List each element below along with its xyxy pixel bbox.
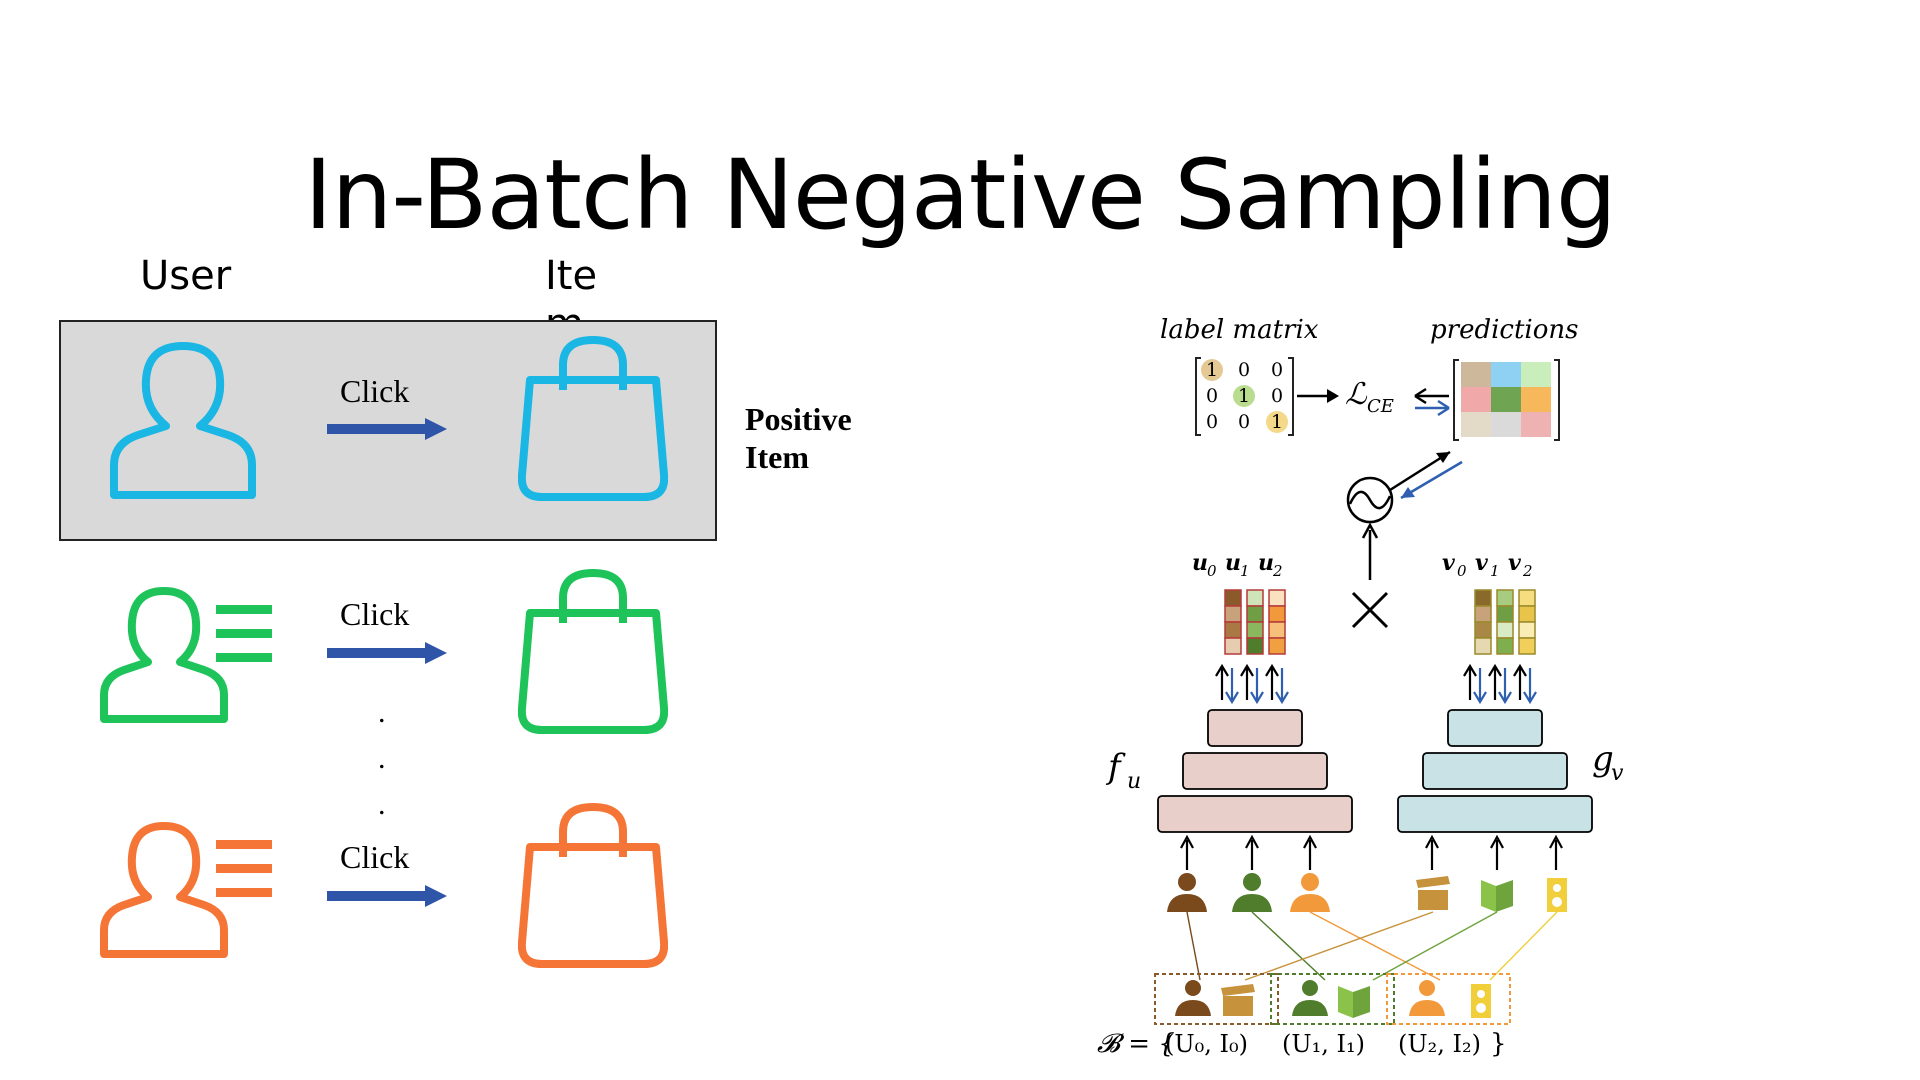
two-tower-diagram: label matrix predictions 1 0 0 0 1 0 0 0… (1097, 315, 1624, 1059)
user-list-icon (100, 822, 272, 958)
item-tower (1397, 709, 1593, 833)
item-embeddings (1474, 589, 1536, 655)
loss-subscript: CE (1367, 396, 1394, 417)
item-vector-label: v (1442, 550, 1455, 576)
item-vector-subscript: 0 (1457, 562, 1467, 580)
shopping-bag-icon (518, 335, 668, 501)
input-user-icon (1232, 873, 1272, 912)
click-label: Click (340, 839, 410, 875)
click-arrow (327, 642, 447, 664)
multiply-icon (1351, 591, 1389, 629)
click-arrow (327, 418, 447, 440)
user-tower-subscript: u (1127, 769, 1141, 794)
batch-pair-box (1386, 973, 1511, 1025)
batch-close-brace: } (1490, 1029, 1507, 1059)
matrix-cell: 0 (1238, 411, 1250, 433)
user-column-header: User (140, 253, 232, 299)
batch-definition: 𝓑 = { (1097, 1029, 1175, 1059)
input-user-icon (1290, 873, 1330, 912)
positive-pair-box (59, 320, 717, 541)
diagonal-highlight (1266, 411, 1288, 433)
user-vector-subscript: 2 (1272, 562, 1283, 580)
predictions-title: predictions (1430, 315, 1578, 345)
matrix-cell: 0 (1271, 385, 1283, 407)
item-tower-label: g (1592, 739, 1614, 779)
loss-symbol: ℒ (1345, 377, 1368, 412)
user-vector-label: u (1258, 550, 1274, 576)
movie-clapper-icon (1416, 876, 1450, 910)
user-tower-label: f (1105, 747, 1126, 787)
batch-pair: (U₂, I₂) (1398, 1030, 1481, 1058)
slide-title: In-Batch Negative Sampling (304, 139, 1617, 251)
positive-item-label: Positive Item (745, 401, 852, 475)
shopping-bag-icon (518, 802, 668, 968)
user-embeddings (1224, 589, 1286, 655)
item-vector-label: v (1475, 550, 1488, 576)
matrix-cell: 1 (1271, 411, 1283, 433)
user-tower (1157, 709, 1353, 833)
shopping-bag-icon (518, 568, 668, 734)
user-vector-subscript: 0 (1207, 562, 1217, 580)
user-list-icon (100, 587, 272, 723)
user-vector-subscript: 1 (1240, 562, 1250, 580)
matrix-cell: 0 (1206, 411, 1218, 433)
user-icon (110, 342, 256, 499)
user-vector-label: u (1225, 550, 1241, 576)
batch-pair-box (1154, 973, 1279, 1025)
sigmoid-icon (1346, 476, 1394, 524)
book-icon (1481, 880, 1513, 912)
matrix-cell: 0 (1238, 359, 1250, 381)
item-vector-subscript: 2 (1522, 562, 1533, 580)
item-vector-subscript: 1 (1490, 562, 1500, 580)
batch-pair: (U₁, I₁) (1282, 1030, 1365, 1058)
batch-connections (1186, 911, 1558, 981)
gradient-arrows (1215, 663, 1537, 705)
predictions-heatmap (1453, 359, 1560, 441)
user-vector-label: u (1192, 550, 1208, 576)
click-label: Click (340, 596, 410, 632)
batch-pair: (U₀, I₀) (1165, 1030, 1248, 1058)
matrix-cell: 0 (1271, 359, 1283, 381)
matrix-cell: 0 (1206, 385, 1218, 407)
batch-pair-box (1270, 973, 1395, 1025)
item-tower-subscript: v (1611, 761, 1624, 786)
label-matrix-title: label matrix (1160, 315, 1319, 345)
matrix-cell: 1 (1238, 385, 1250, 407)
click-label: Click (340, 373, 410, 409)
diagonal-highlight (1233, 385, 1255, 407)
label-matrix (1195, 357, 1294, 436)
input-user-icon (1167, 873, 1207, 912)
matrix-cell: 1 (1206, 359, 1218, 381)
speaker-icon (1547, 878, 1567, 912)
vertical-ellipsis: . . . (378, 696, 386, 821)
diagonal-highlight (1201, 359, 1223, 381)
click-arrow (327, 885, 447, 907)
item-vector-label: v (1508, 550, 1521, 576)
